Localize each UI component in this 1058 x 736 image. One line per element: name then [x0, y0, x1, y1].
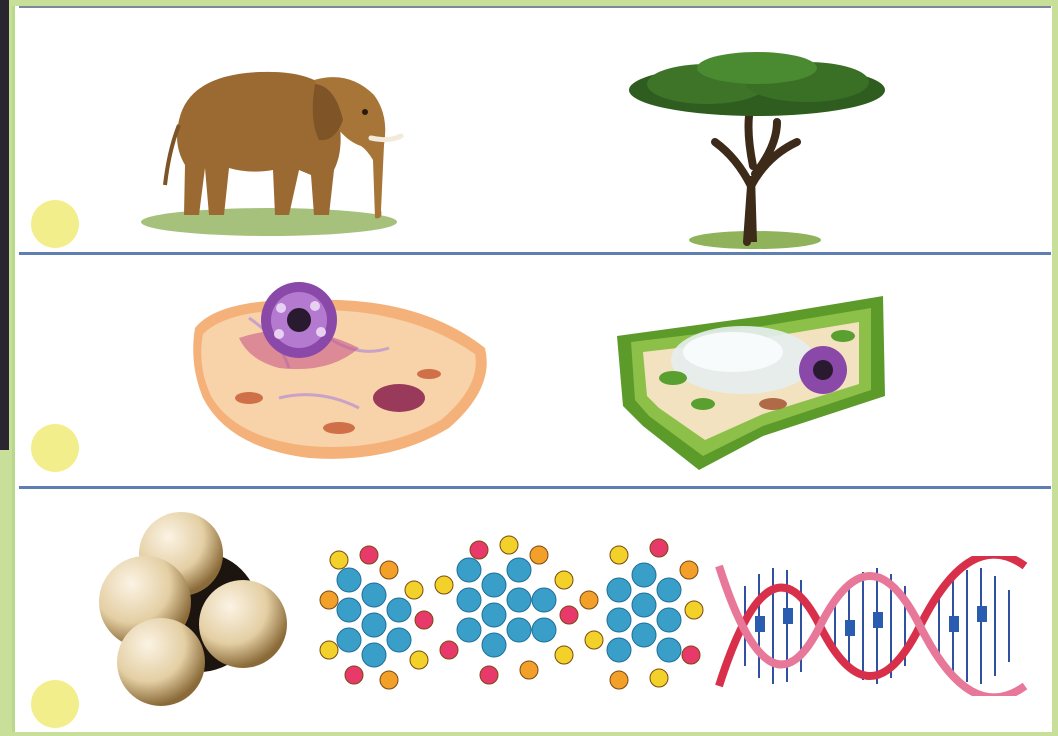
dna-double-helix-icon	[715, 556, 1037, 696]
row-separator-1	[19, 252, 1051, 255]
acacia-tree-icon	[627, 46, 897, 250]
answer-marker-3[interactable]	[31, 680, 79, 728]
row-separator-2	[19, 486, 1051, 489]
worksheet	[12, 6, 1052, 732]
plant-cell-icon	[613, 286, 893, 474]
row-cells	[15, 256, 1052, 486]
answer-marker-2[interactable]	[31, 424, 79, 472]
elephant-icon	[139, 50, 409, 240]
methane-molecule-icon	[95, 512, 291, 708]
row-molecules	[15, 490, 1052, 732]
dark-left-edge	[0, 0, 9, 450]
row-organisms	[15, 6, 1052, 252]
answer-marker-1[interactable]	[31, 200, 79, 248]
protein-molecule-icon	[319, 530, 705, 700]
animal-cell-icon	[189, 278, 495, 468]
